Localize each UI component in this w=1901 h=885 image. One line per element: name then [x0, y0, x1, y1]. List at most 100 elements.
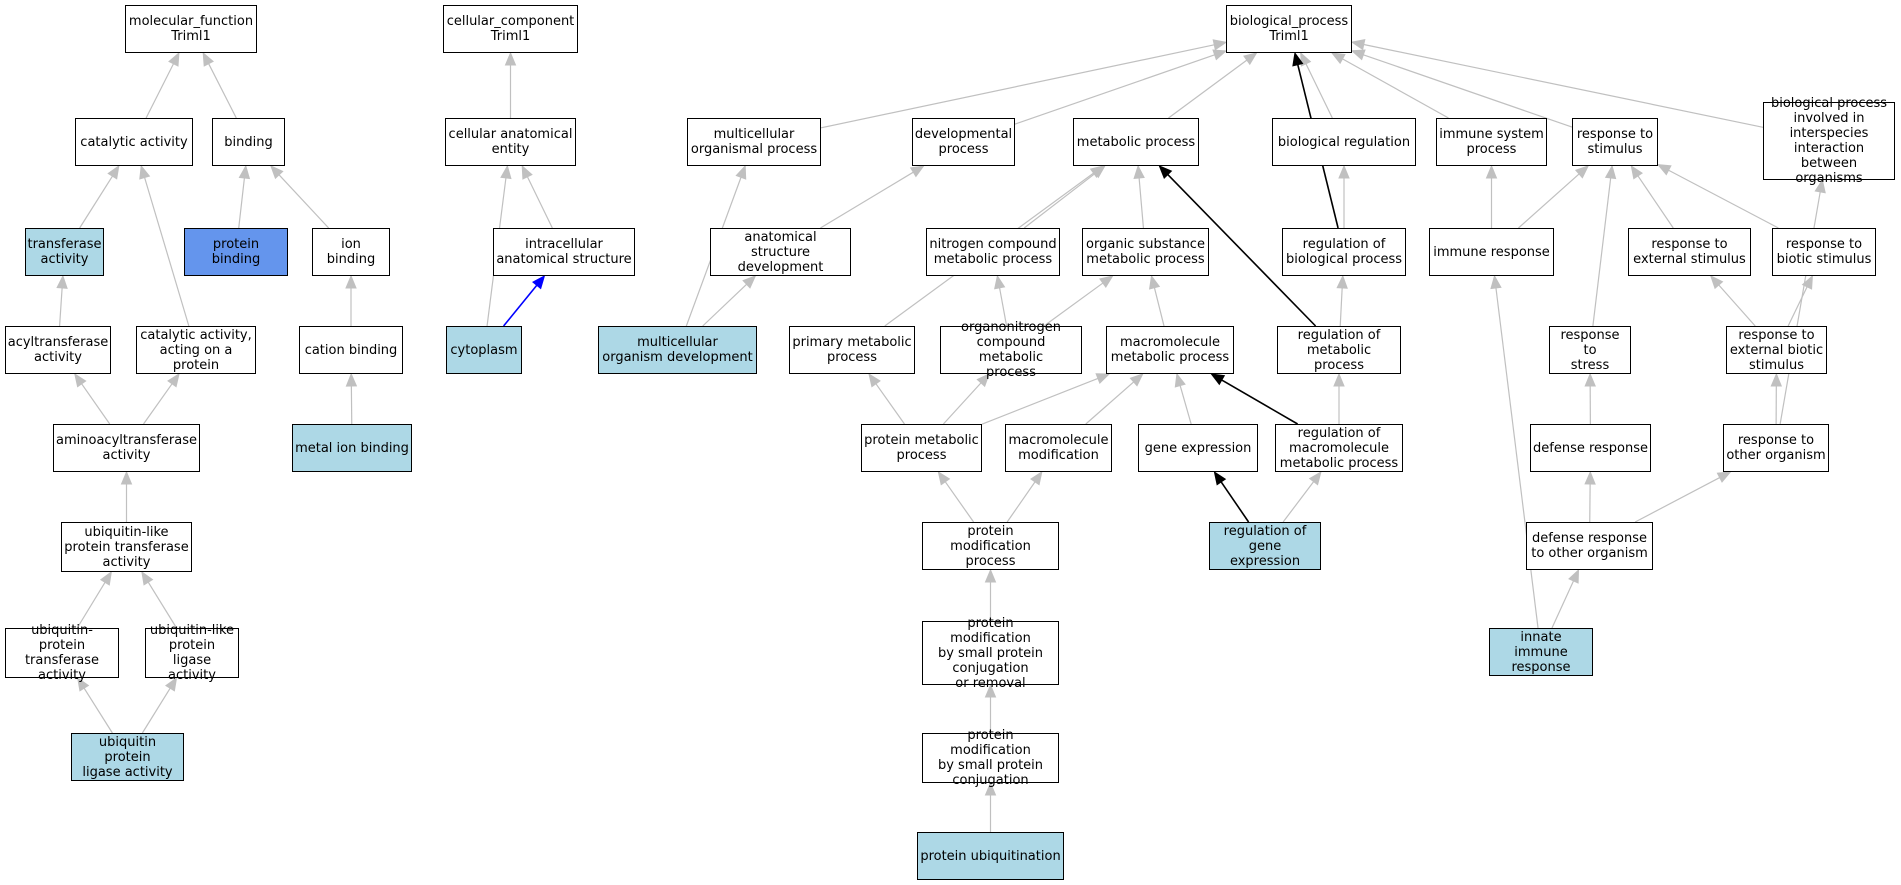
edge-reg_macro-to-macromolecule	[1221, 379, 1299, 425]
node-innate-immune-response[interactable]: innate immune response	[1489, 628, 1593, 676]
node-biological-process-root[interactable]: biological_process Triml1	[1226, 5, 1352, 53]
arrowhead-resp_ext-to-resp_stim	[1630, 164, 1644, 180]
node-intracellular-anatomical-structure[interactable]: intracellular anatomical structure	[493, 228, 635, 276]
arrowhead-ubiquitination-to-small_conj	[984, 781, 997, 796]
node-macromolecule-metabolic-process[interactable]: macromolecule metabolic process	[1106, 326, 1234, 374]
node-protein-modification-by-small-protein-conjugation-or-removal[interactable]: protein modification by small protein co…	[922, 616, 1059, 691]
node-catalytic-activity-on-protein[interactable]: catalytic activity, acting on a protein	[136, 326, 256, 374]
arrowhead-defense_other-to-defense	[1584, 470, 1596, 485]
edge-reg_gene-to-gene_expr	[1220, 481, 1250, 523]
node-regulation-of-biological-process[interactable]: regulation of biological process	[1282, 228, 1406, 276]
edge-acyltransferase-to-transferase	[58, 287, 63, 327]
node-anatomical-structure-development[interactable]: anatomical structure development	[710, 228, 851, 276]
node-developmental-process[interactable]: developmental process	[912, 118, 1015, 166]
node-cation-binding[interactable]: cation binding	[299, 326, 403, 374]
node-nitrogen-compound-metabolic-process[interactable]: nitrogen compound metabolic process	[926, 228, 1060, 276]
arrowhead-small_conj_rem-to-prot_mod	[984, 568, 997, 583]
node-defense-response-to-other-organism[interactable]: defense response to other organism	[1526, 522, 1653, 570]
edge-protein_metab-to-macromolecule	[981, 377, 1099, 425]
edge-prot_mod-to-macro_mod	[1006, 481, 1036, 523]
node-response-to-biotic-stimulus[interactable]: response to biotic stimulus	[1772, 228, 1876, 276]
arrowhead-resp_biotic-to-resp_stim	[1656, 163, 1672, 176]
node-regulation-of-macromolecule-metabolic-process[interactable]: regulation of macromolecule metabolic pr…	[1275, 424, 1403, 472]
node-ubiquitin-protein-transferase[interactable]: ubiquitin-protein transferase activity	[5, 623, 119, 683]
node-cellular-anatomical-entity[interactable]: cellular anatomical entity	[445, 118, 576, 166]
node-ion-binding[interactable]: ion binding	[312, 228, 390, 276]
arrowhead-metabolic-to-bp_root	[1243, 52, 1258, 66]
arrowhead-reg_bio-to-bio_reg	[1338, 164, 1350, 179]
arrowhead-reg_gene-to-reg_macro	[1308, 470, 1322, 486]
node-immune-response[interactable]: immune response	[1429, 228, 1554, 276]
arrowhead-metal_ion-to-cation_binding	[345, 372, 358, 387]
node-primary-metabolic-process[interactable]: primary metabolic process	[789, 326, 915, 374]
node-cellular-component-root[interactable]: cellular_component Triml1	[443, 5, 578, 53]
node-protein-modification-process[interactable]: protein modification process	[922, 522, 1059, 570]
arrowhead-intracellular-to-cell_anat	[521, 164, 533, 180]
node-ubiquitin-like-protein-ligase[interactable]: ubiquitin-like protein ligase activity	[145, 623, 239, 683]
node-response-to-external-stimulus[interactable]: response to external stimulus	[1628, 228, 1751, 276]
node-regulation-of-gene-expression[interactable]: regulation of gene expression	[1209, 522, 1321, 570]
node-response-to-stress[interactable]: response to stress	[1549, 326, 1631, 374]
arrowhead-resp_other-to-resp_ext_biotic	[1770, 372, 1783, 387]
arrowhead-reg_metab-to-metabolic	[1158, 165, 1173, 179]
node-response-to-stimulus[interactable]: response to stimulus	[1572, 118, 1658, 166]
node-immune-system-process[interactable]: immune system process	[1436, 118, 1547, 166]
node-cytoplasm[interactable]: cytoplasm	[446, 326, 522, 374]
node-interspecies-interaction[interactable]: biological process involved in interspec…	[1763, 96, 1895, 186]
edge-organonitrogen-to-organic	[1043, 282, 1104, 327]
node-molecular-function-root[interactable]: molecular_function Triml1	[125, 5, 257, 53]
node-aminoacyltransferase-activity[interactable]: aminoacyltransferase activity	[53, 424, 200, 472]
node-metal-ion-binding[interactable]: metal ion binding	[292, 424, 412, 472]
arrowhead-small_conj-to-small_conj_rem	[984, 683, 997, 698]
node-organic-substance-metabolic-process[interactable]: organic substance metabolic process	[1082, 228, 1209, 276]
edge-resp_stim-to-bp_root	[1363, 54, 1573, 128]
arrowhead-developmental-to-bp_root	[1212, 49, 1228, 61]
arrowhead-aminoacyl-to-acyltransferase	[74, 372, 87, 388]
node-macromolecule-modification[interactable]: macromolecule modification	[1005, 424, 1112, 472]
node-ubiquitin-like-protein-transferase[interactable]: ubiquitin-like protein transferase activ…	[61, 522, 192, 572]
edge-resp_biotic-to-resp_stim	[1668, 169, 1779, 229]
node-protein-modification-by-small-protein-conjugation[interactable]: protein modification by small protein co…	[922, 728, 1059, 788]
node-response-to-other-organism[interactable]: response to other organism	[1723, 424, 1829, 472]
arrowhead-catalytic-to-mf_root	[168, 51, 180, 67]
node-transferase-activity[interactable]: transferase activity	[25, 228, 104, 276]
arrowhead-organic-to-metabolic	[1133, 164, 1145, 179]
node-gene-expression[interactable]: gene expression	[1138, 424, 1258, 472]
node-binding[interactable]: binding	[212, 118, 285, 166]
edge-reg_gene-to-reg_macro	[1282, 481, 1315, 523]
node-multicellular-organism-development[interactable]: multicellular organism development	[598, 326, 757, 374]
edge-resp_ext_biotic-to-resp_biotic	[1787, 286, 1808, 327]
node-biological-regulation[interactable]: biological regulation	[1272, 118, 1416, 166]
edge-organic-to-metabolic	[1138, 177, 1145, 229]
node-protein-binding[interactable]: protein binding	[184, 228, 288, 276]
node-protein-metabolic-process[interactable]: protein metabolic process	[861, 424, 982, 472]
arrowhead-cytoplasm-to-cell_anat	[500, 164, 512, 180]
node-regulation-of-metabolic-process[interactable]: regulation of metabolic process	[1277, 326, 1401, 374]
arrowhead-protein_metab-to-primary	[868, 372, 881, 388]
node-multicellular-organismal-process[interactable]: multicellular organismal process	[687, 118, 821, 166]
edge-macromolecule-to-organic	[1153, 287, 1165, 327]
arrowhead-protein_metab-to-macromolecule	[1095, 373, 1111, 384]
arrowhead-catalytic_protein-to-catalytic	[139, 164, 151, 180]
node-catalytic-activity[interactable]: catalytic activity	[75, 118, 193, 166]
arrowhead-ub_ligase-to-ub_transferase	[77, 676, 90, 692]
node-protein-ubiquitination[interactable]: protein ubiquitination	[917, 832, 1064, 880]
arrowhead-resp_stim-to-bp_root	[1350, 49, 1366, 61]
edge-reg_metab-to-metabolic	[1167, 174, 1317, 327]
arrowhead-reg_gene-to-gene_expr	[1213, 470, 1227, 486]
edge-defense_other-to-resp_other	[1634, 477, 1720, 523]
node-acyltransferase-activity[interactable]: acyltransferase activity	[5, 326, 111, 374]
arrowhead-ubl_transferase-to-aminoacyl	[120, 470, 133, 485]
node-defense-response[interactable]: defense response	[1530, 424, 1651, 472]
edge-reg_metab-to-reg_bio	[1339, 287, 1343, 327]
node-organonitrogen-compound-metabolic-process[interactable]: organonitrogen compound metabolic proces…	[940, 320, 1082, 380]
node-response-to-external-biotic-stimulus[interactable]: response to external biotic stimulus	[1726, 326, 1827, 374]
node-ubiquitin-protein-ligase-activity[interactable]: ubiquitin protein ligase activity	[71, 733, 184, 781]
arrowhead-macro_mod-to-macromolecule	[1129, 373, 1144, 387]
arrowhead-protein_binding-to-binding	[238, 164, 251, 180]
edge-resp_stress-to-resp_stim	[1592, 177, 1612, 327]
edge-catalytic_protein-to-catalytic	[144, 177, 190, 327]
edge-bio_reg-to-bp_root	[1305, 63, 1333, 119]
edge-developmental-to-bp_root	[1014, 54, 1215, 125]
node-metabolic-process[interactable]: metabolic process	[1073, 118, 1199, 166]
